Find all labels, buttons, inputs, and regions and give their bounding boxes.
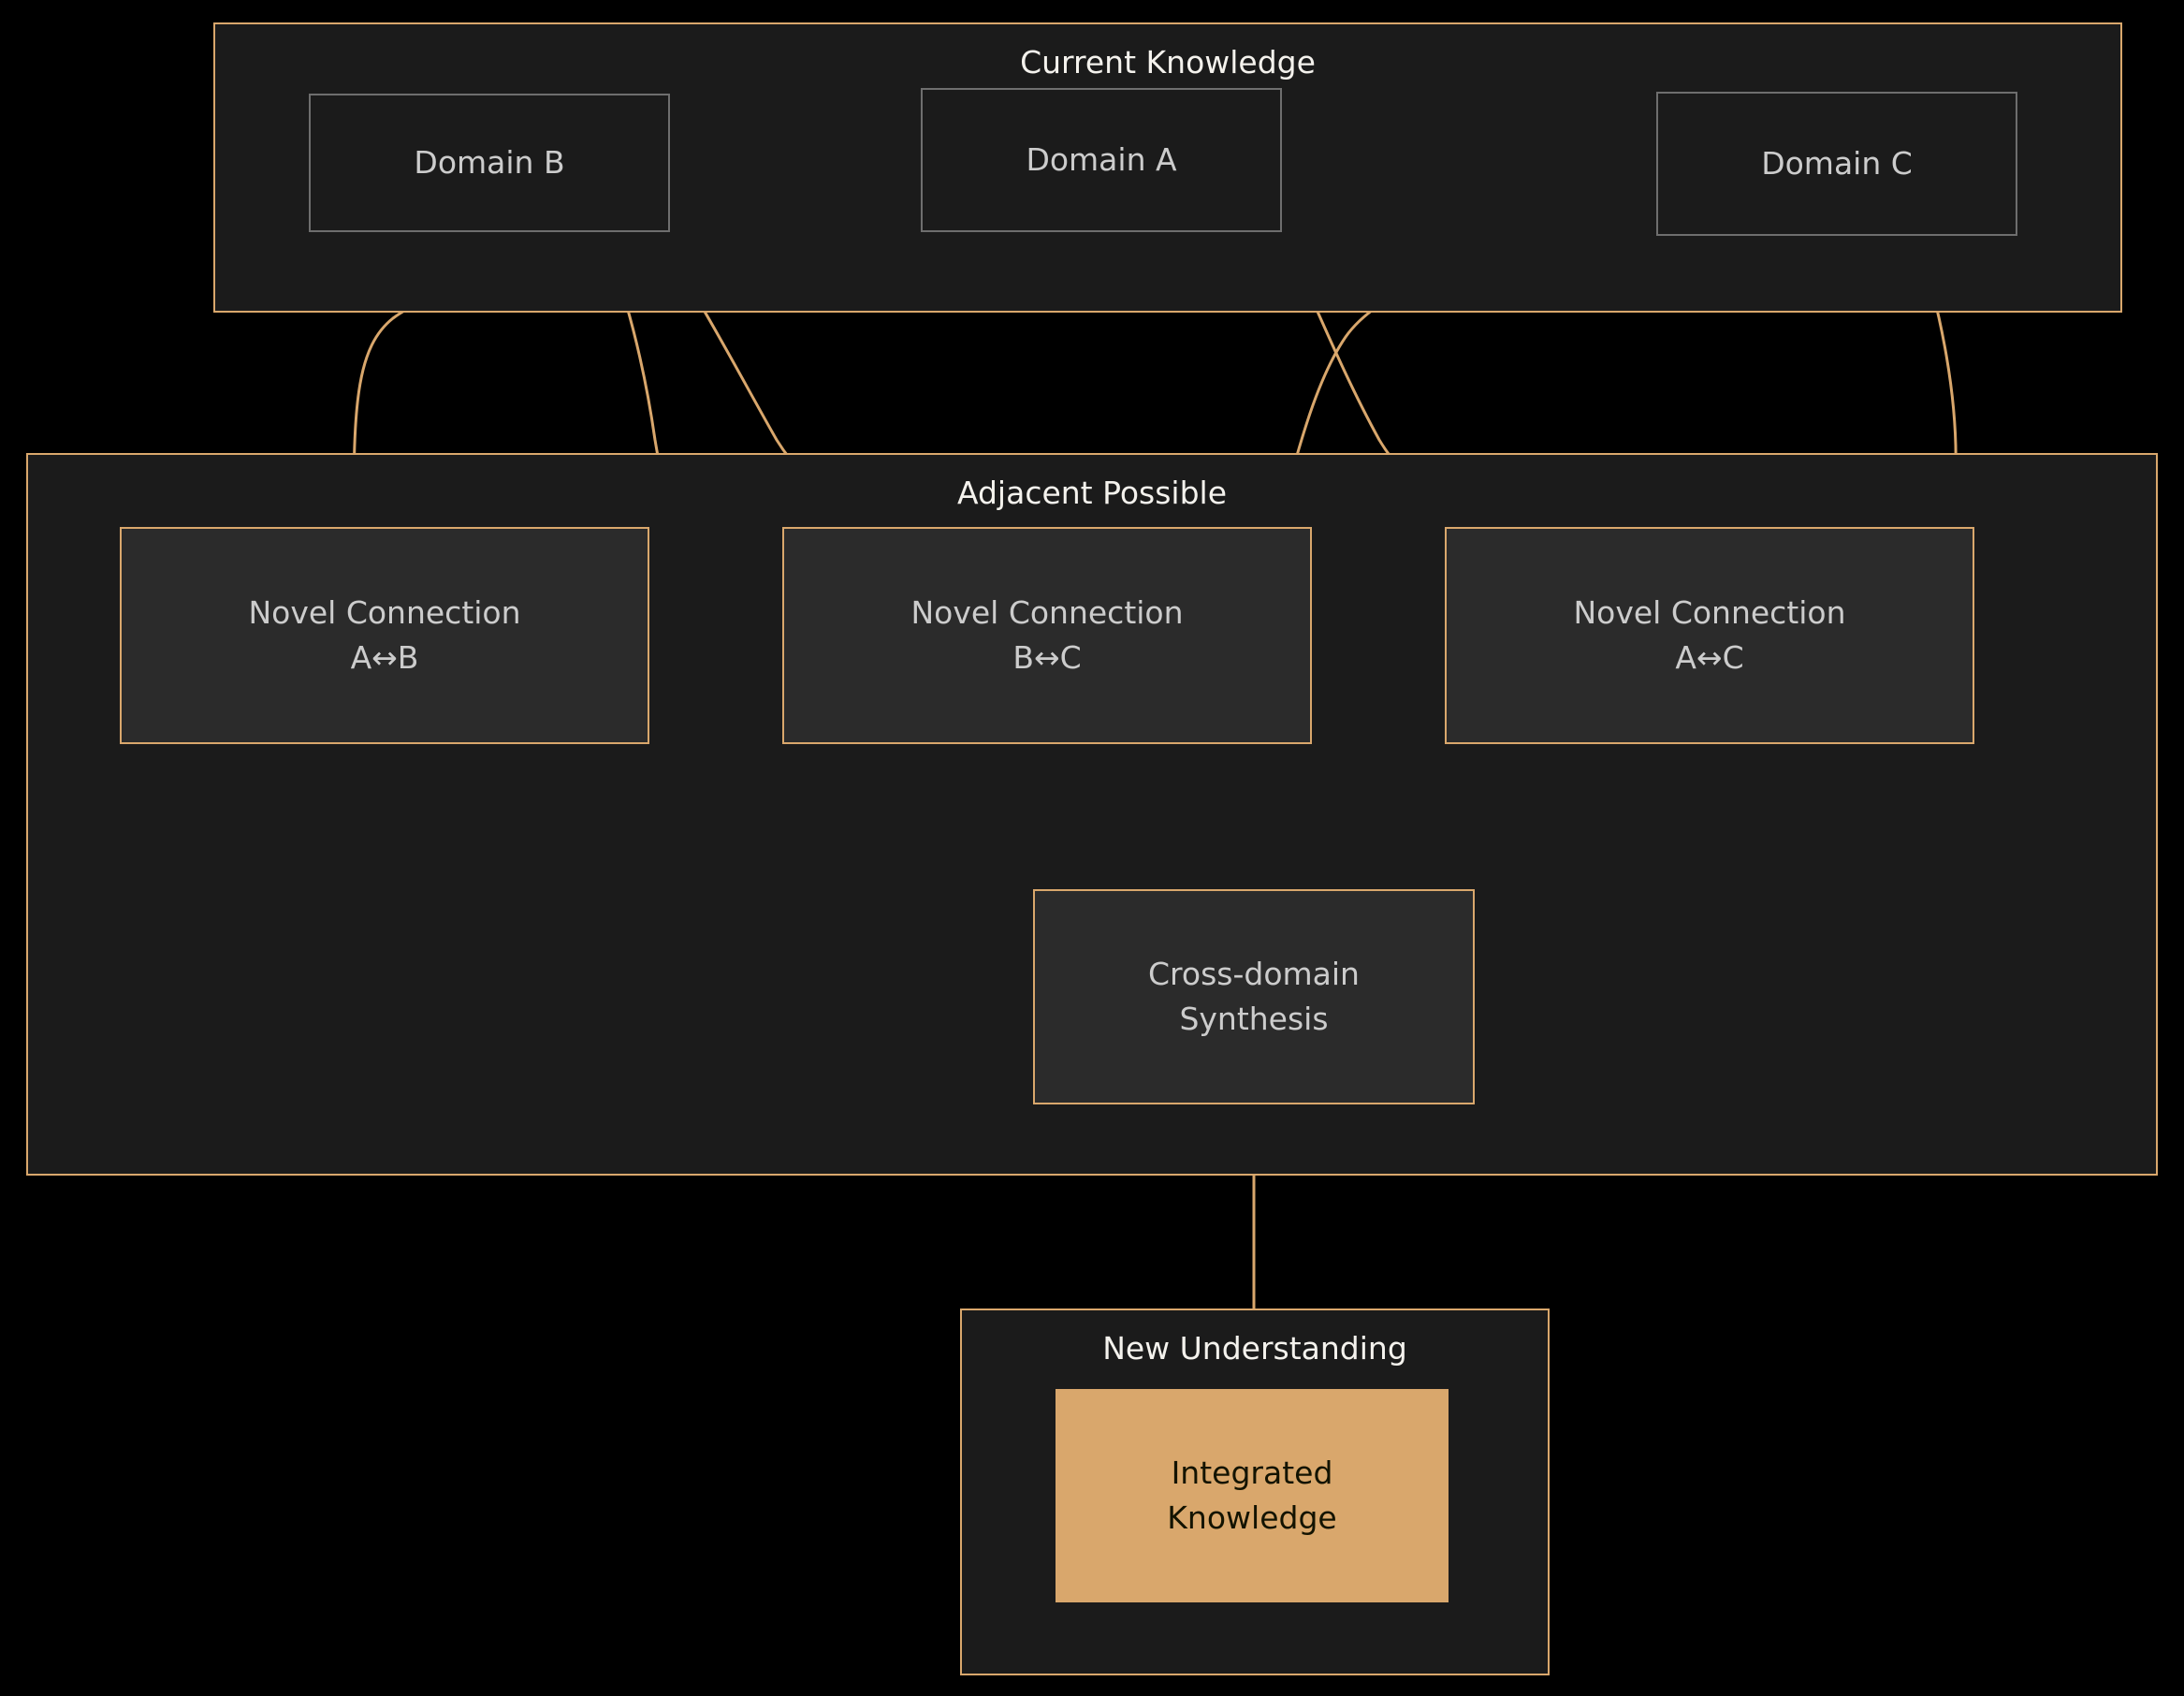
node-novel-ab-line1: Novel Connection — [248, 594, 521, 632]
node-domain-b[interactable]: Domain B — [309, 94, 670, 232]
node-domain-a-label: Domain A — [1026, 141, 1177, 179]
node-novel-connection-ab[interactable]: Novel Connection A↔B — [120, 527, 649, 744]
node-novel-connection-bc[interactable]: Novel Connection B↔C — [782, 527, 1312, 744]
cluster-label-new-understanding: New Understanding — [1102, 1330, 1407, 1367]
node-novel-connection-ac[interactable]: Novel Connection A↔C — [1445, 527, 1974, 744]
cluster-label-adjacent-possible: Adjacent Possible — [956, 475, 1227, 511]
node-novel-bc-line2: B↔C — [1012, 639, 1082, 676]
node-novel-bc-line1: Novel Connection — [910, 594, 1184, 632]
node-novel-ac-line2: A↔C — [1675, 639, 1744, 676]
node-integrated-line2: Knowledge — [1167, 1499, 1337, 1536]
node-cross-domain-synthesis[interactable]: Cross-domain Synthesis — [1033, 889, 1475, 1104]
node-synthesis-line2: Synthesis — [1179, 1001, 1329, 1037]
node-novel-ab-line2: A↔B — [350, 639, 419, 676]
node-synthesis-line1: Cross-domain — [1148, 956, 1360, 993]
node-domain-a[interactable]: Domain A — [921, 88, 1282, 232]
node-integrated-knowledge[interactable]: Integrated Knowledge — [1056, 1389, 1449, 1602]
cluster-label-current-knowledge: Current Knowledge — [1020, 44, 1316, 80]
node-domain-b-label: Domain B — [414, 144, 565, 182]
node-novel-ac-line1: Novel Connection — [1573, 594, 1846, 632]
node-integrated-line1: Integrated — [1171, 1455, 1333, 1492]
node-domain-c[interactable]: Domain C — [1656, 92, 2017, 236]
node-domain-c-label: Domain C — [1761, 145, 1913, 183]
